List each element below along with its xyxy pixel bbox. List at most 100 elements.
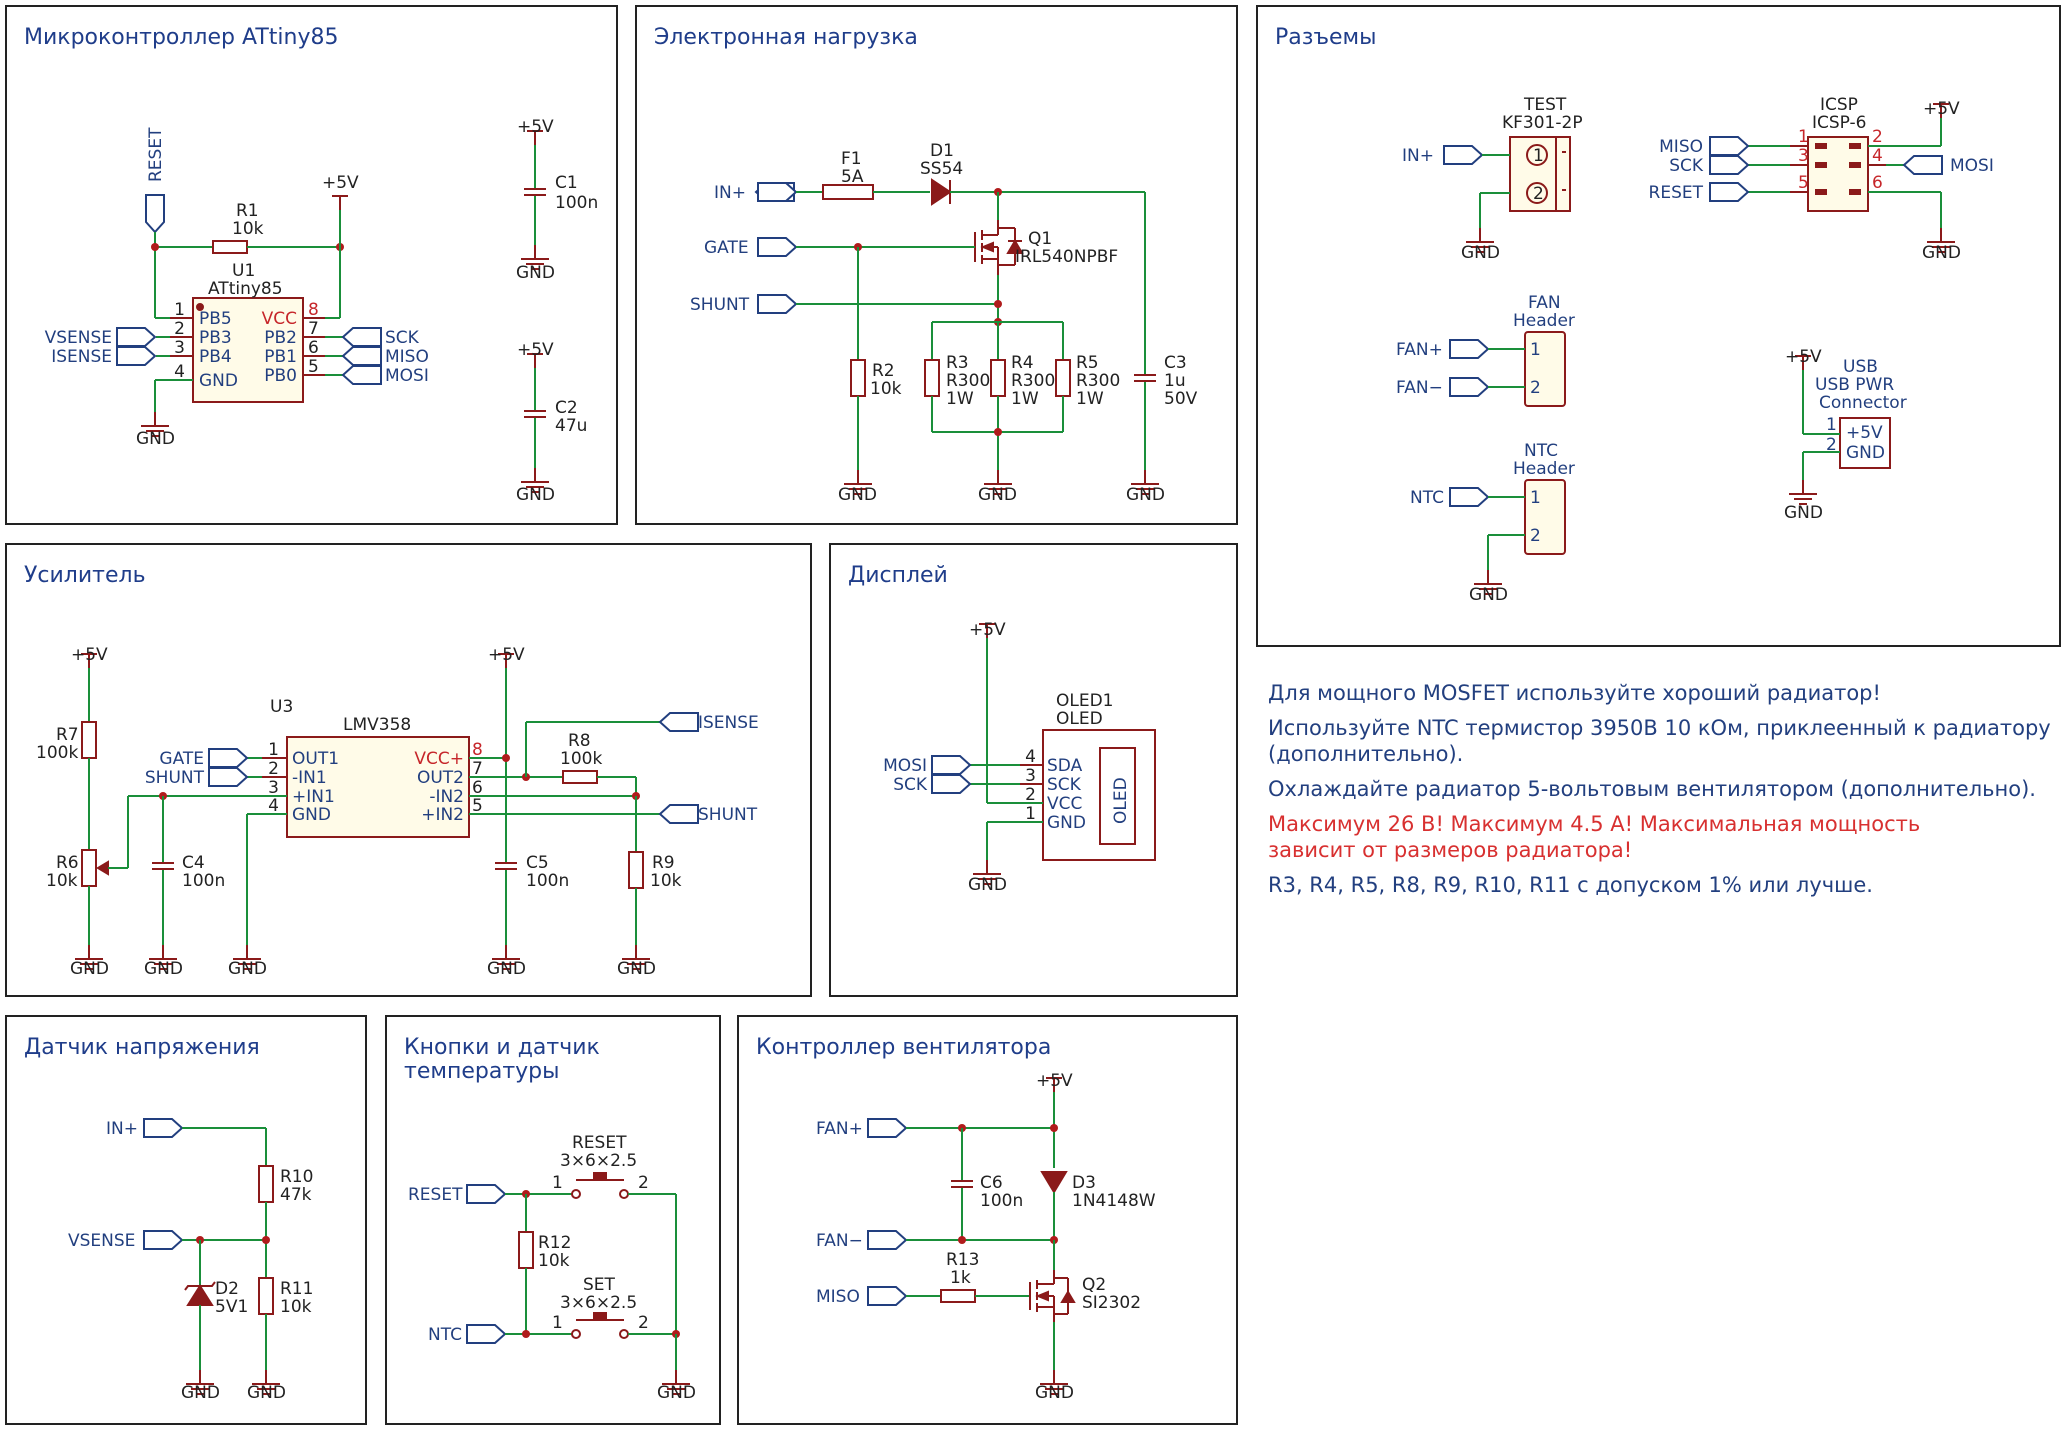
amp-gnd-c4: GND xyxy=(144,959,183,979)
r9-ref: R9 xyxy=(652,853,675,873)
fan-header-ref: FAN xyxy=(1528,293,1561,313)
icsp-pin-num: 3 xyxy=(1798,146,1809,166)
icsp-pin-num: 1 xyxy=(1798,127,1809,147)
block-title-voltage: Датчик напряжения xyxy=(24,1035,260,1060)
icsp-pin-num: 2 xyxy=(1872,127,1883,147)
fan-gnd: GND xyxy=(1035,1383,1074,1403)
icsp-net-label: MOSI xyxy=(1950,156,1994,176)
frame-amp xyxy=(5,543,812,997)
u3-pin-name: -IN1 xyxy=(292,768,327,788)
d3-ref: D3 xyxy=(1072,1173,1096,1193)
fan-plus-label: FAN+ xyxy=(1396,340,1443,360)
sw2-ref: SET xyxy=(583,1275,616,1295)
sw2-value: 3×6×2.5 xyxy=(560,1293,637,1313)
c3-voltage: 50V xyxy=(1164,389,1198,409)
oled-pin-num: 1 xyxy=(1025,804,1036,824)
c1-vcc-label: +5V xyxy=(517,117,554,137)
block-title-load: Электронная нагрузка xyxy=(654,25,918,50)
fan-header-value: Header xyxy=(1513,311,1575,331)
icsp-net-label: SCK xyxy=(1669,156,1704,176)
sw1-pin2: 2 xyxy=(638,1173,649,1193)
u1-net-port: MISO xyxy=(385,347,429,367)
r2-gnd: GND xyxy=(838,485,877,505)
u3-pin-name: -IN2 xyxy=(429,787,464,807)
btn-gnd: GND xyxy=(657,1383,696,1403)
test-value: KF301-2P xyxy=(1502,113,1583,133)
q1-ref: Q1 xyxy=(1028,229,1052,249)
c2-ref: C2 xyxy=(555,398,578,418)
r11-value: 10k xyxy=(280,1297,312,1317)
f1-ref: F1 xyxy=(841,149,862,169)
r13-value: 1k xyxy=(950,1268,971,1288)
icsp-header xyxy=(1807,136,1869,212)
fan-vcc: +5V xyxy=(1036,1071,1073,1091)
u3-pin-name: +IN2 xyxy=(421,805,464,825)
u3-body xyxy=(286,736,470,838)
test-in-label: IN+ xyxy=(1402,146,1434,166)
u1-pin-name: GND xyxy=(199,371,238,391)
u1-pin-num: 5 xyxy=(308,357,319,377)
voltage-section: IN+ R10 47k VSENSE R11 10k GND D2 5V1 GN… xyxy=(68,1118,313,1403)
amp-shunt-label: SHUNT xyxy=(698,805,758,825)
usb-gnd: GND xyxy=(1784,503,1823,523)
volt-gnd-d2: GND xyxy=(181,1383,220,1403)
fan-plus-port-label: FAN+ xyxy=(816,1119,863,1139)
frame-mcu xyxy=(5,5,618,525)
buttons-section: RESET 1 2 RESET 3×6×2.5 R12 10k NTC 1 2 … xyxy=(408,1133,696,1403)
test-terminal xyxy=(1509,136,1571,212)
load-section: IN+ F1 5A D1 SS54 xyxy=(690,141,1198,505)
u3-pin-num: 5 xyxy=(472,796,483,816)
c2-value: 47u xyxy=(555,416,587,436)
test-ref: TEST xyxy=(1523,95,1567,115)
r1-value: 10k xyxy=(232,219,264,239)
u3-pin-num: 1 xyxy=(268,740,279,760)
sw1-value: 3×6×2.5 xyxy=(560,1151,637,1171)
c6-ref: C6 xyxy=(980,1173,1003,1193)
icsp-ref: ICSP xyxy=(1820,95,1858,115)
usb-pin1-name: +5V xyxy=(1846,423,1883,443)
u3-pin-num: 7 xyxy=(472,759,483,779)
usb-pin2-name: GND xyxy=(1846,443,1885,463)
r9-value: 10k xyxy=(650,871,682,891)
mcu-vcc-label: +5V xyxy=(322,173,359,193)
u1-net-port: VSENSE xyxy=(45,328,112,348)
c3-gnd: GND xyxy=(1126,485,1165,505)
amp-vcc-right: +5V xyxy=(488,645,525,665)
frame-display xyxy=(829,543,1238,997)
oled-pin-name: VCC xyxy=(1047,794,1082,814)
icsp-pin-num: 5 xyxy=(1798,173,1809,193)
reset-port xyxy=(145,194,165,234)
oled-screen xyxy=(1099,747,1136,845)
note-heatsink: Для мощного MOSFET используйте хороший р… xyxy=(1268,681,1881,705)
block-title-connectors: Разъемы xyxy=(1275,25,1377,50)
block-title-display: Дисплей xyxy=(848,563,948,588)
c1-ref: C1 xyxy=(555,173,578,193)
fan-miso-port-label: MISO xyxy=(816,1287,860,1307)
ntc-pin1: 1 xyxy=(1530,488,1541,508)
u3-value: LMV358 xyxy=(343,715,411,735)
mosfet-q1 xyxy=(974,220,1024,275)
u3-pin-name: +IN1 xyxy=(292,787,335,807)
u1-pin-name: PB2 xyxy=(264,328,297,348)
r6-ref: R6 xyxy=(56,853,79,873)
fuse-f1 xyxy=(822,184,874,200)
sw2-pin1: 1 xyxy=(552,1313,563,1333)
oled-net-port: MOSI xyxy=(883,756,927,776)
block-title-amp: Усилитель xyxy=(24,563,146,588)
sw2-pin2: 2 xyxy=(638,1313,649,1333)
r2-ref: R2 xyxy=(872,361,895,381)
u1-pin-num: 6 xyxy=(308,338,319,358)
load-gate-label: GATE xyxy=(704,238,749,258)
d3-value: 1N4148W xyxy=(1072,1191,1156,1211)
fan-minus-port-label: FAN− xyxy=(816,1231,863,1251)
r3-ref: R3 xyxy=(946,353,969,373)
u3-pin-num: 6 xyxy=(472,778,483,798)
ntc-gnd: GND xyxy=(1469,585,1508,605)
c2-gnd-label: GND xyxy=(516,485,555,505)
q1-value: IRL540NPBF xyxy=(1015,247,1118,267)
test-pin1: 1 xyxy=(1533,146,1544,166)
c5-ref: C5 xyxy=(526,853,549,873)
note-ntc: Используйте NTC термистор 3950B 10 кОм, … xyxy=(1268,716,2051,740)
block-title-mcu: Микроконтроллер ATtiny85 xyxy=(24,25,338,50)
amp-vcc-left: +5V xyxy=(71,645,108,665)
